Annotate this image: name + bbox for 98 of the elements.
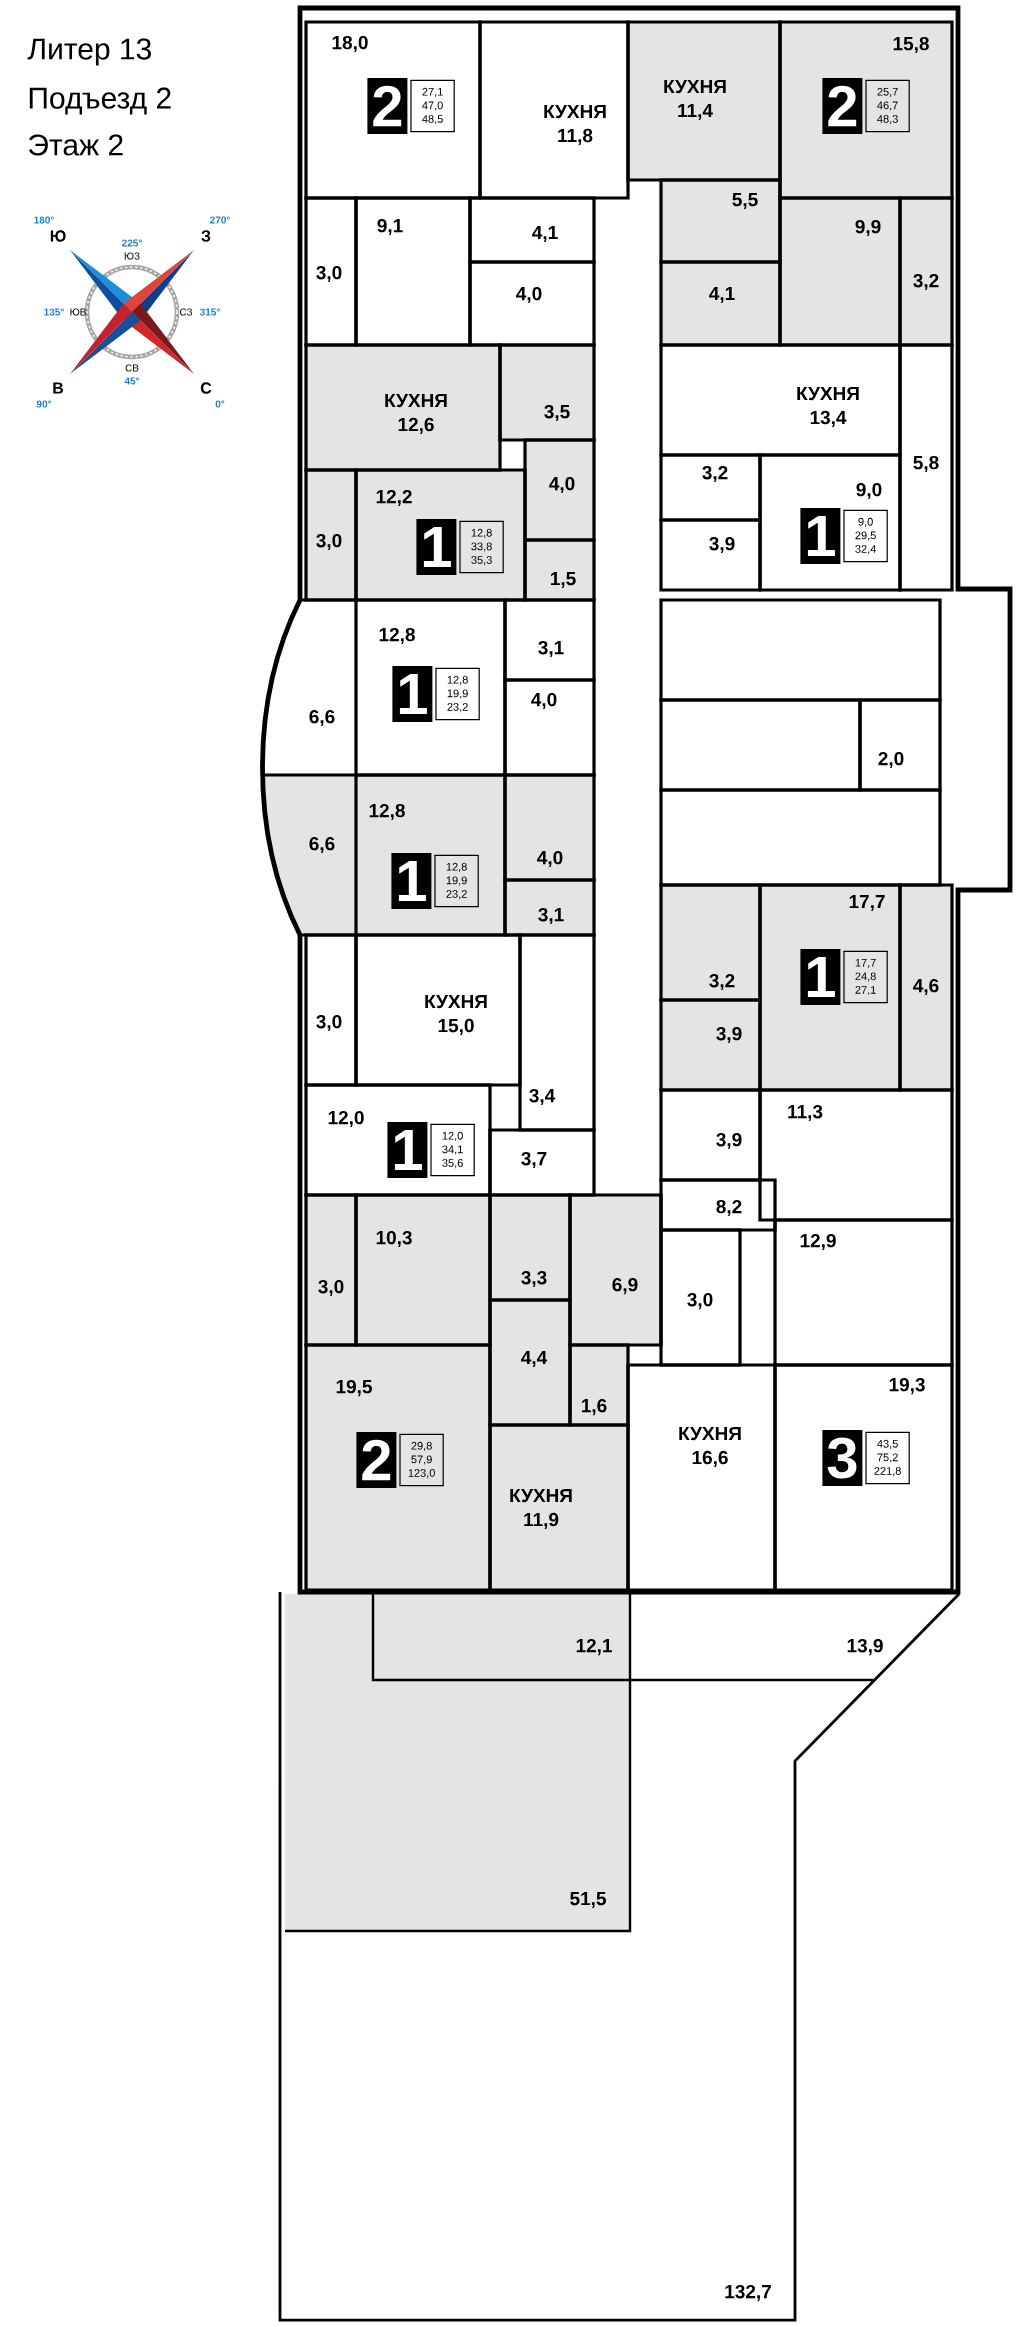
apartment-badge: 1 12,8 19,9 23,2 [391, 853, 480, 909]
room-label: КУХНЯ 11,9 [510, 1489, 572, 1530]
area-label: 3,0 [687, 1292, 713, 1310]
apartment-badge: 3 43,5 75,2 221,8 [822, 1430, 911, 1486]
area-label: 6,6 [309, 836, 335, 854]
area-label: 3,1 [538, 640, 564, 658]
area-label: 2,0 [878, 751, 904, 769]
area-label: 13,9 [847, 1638, 883, 1656]
area-label: 3,3 [521, 1270, 547, 1288]
apartment-badge: 1 12,8 19,9 23,2 [392, 666, 481, 722]
area-label: 17,7 [849, 895, 885, 911]
node-label: 12,0 34,1 35,6 [442, 1131, 463, 1169]
area-label: 3,9 [716, 1026, 742, 1044]
area-label: 4,1 [709, 287, 735, 303]
node-label: 29,8 57,9 123,0 [408, 1441, 435, 1479]
area-label: 3,2 [709, 973, 735, 991]
apartment-badge: 2 27,1 47,0 48,5 [367, 78, 456, 134]
compass-degree: 315° [199, 308, 220, 316]
area-label: 3,0 [316, 265, 342, 283]
area-label: 15,8 [893, 36, 929, 54]
area-label: 19,5 [336, 1379, 372, 1397]
apartment-badge: 1 17,7 24,8 27,1 [800, 949, 889, 1005]
area-label: 3,0 [316, 1014, 342, 1032]
room-label: КУХНЯ 11,4 [664, 80, 726, 120]
node-label: 25,7 46,7 48,3 [877, 87, 898, 125]
area-label: 12,2 [376, 489, 412, 507]
area-label: 3,2 [913, 273, 939, 291]
compass-degree: 0° [215, 400, 225, 408]
area-label: 10,3 [376, 1230, 412, 1248]
node-label: 9,0 29,5 32,4 [855, 517, 876, 555]
compass-letter: Ю [50, 230, 66, 242]
area-label: 18,0 [332, 35, 368, 53]
room-label: КУХНЯ 12,6 [385, 394, 447, 434]
area-label: 3,2 [702, 465, 728, 483]
node-label: 12,8 19,9 23,2 [446, 862, 467, 900]
node-label: 43,5 75,2 221,8 [874, 1439, 901, 1477]
node-label: 12,8 19,9 23,2 [447, 675, 468, 713]
area-label: 4,4 [521, 1351, 548, 1368]
area-label: 6,6 [309, 709, 335, 727]
node-label: 17,7 24,8 27,1 [855, 958, 876, 996]
area-label: 5,8 [913, 455, 939, 473]
area-label: 9,1 [377, 218, 403, 236]
area-label: 6,9 [612, 1277, 638, 1295]
area-label: 3,1 [538, 907, 564, 925]
compass-letter: ЮЗ [124, 252, 140, 260]
apartment-badge: 1 9,0 29,5 32,4 [800, 508, 889, 564]
area-label: 4,0 [516, 286, 542, 304]
compass-degree: 225° [122, 239, 142, 247]
area-label: 12,9 [800, 1233, 836, 1251]
compass-degree: 270° [210, 216, 230, 224]
apartment-badge: 1 12,8 33,8 35,3 [416, 519, 505, 575]
compass-degree: 90° [36, 400, 52, 408]
compass-letter: В [53, 382, 64, 394]
area-label: 4,0 [549, 476, 575, 494]
area-label: 12,8 [369, 803, 405, 821]
area-label: 9,9 [855, 219, 881, 237]
compass-letter: З [201, 230, 211, 242]
area-label: 3,7 [521, 1151, 547, 1169]
room-label: КУХНЯ 16,6 [679, 1427, 741, 1468]
area-label: 11,3 [788, 1104, 823, 1122]
area-label: 5,5 [732, 193, 758, 209]
room-label: КУХНЯ 11,8 [544, 105, 606, 145]
area-label: 4,6 [913, 978, 939, 996]
title-text: Литер 13 [27, 38, 151, 66]
area-label: 3,0 [318, 1279, 344, 1297]
compass-letter: С [200, 382, 212, 394]
area-label: 3,9 [709, 536, 735, 554]
compass-letter: СЗ [179, 308, 193, 316]
area-label: 19,3 [889, 1377, 925, 1395]
area-label: 1,5 [551, 572, 576, 588]
area-label: 3,4 [529, 1088, 556, 1106]
area-label: 132,7 [725, 2284, 771, 2302]
compass-letter: ЮВ [70, 308, 86, 316]
area-label: 12,0 [328, 1110, 364, 1128]
area-label: 51,5 [570, 1892, 606, 1909]
node-label: 12,8 33,8 35,3 [471, 528, 492, 566]
area-label: 4,0 [531, 692, 557, 710]
title-text: Этаж 2 [28, 134, 123, 156]
area-label: 4,1 [532, 226, 558, 242]
area-label: 4,0 [537, 850, 563, 868]
title-text: Подъезд 2 [29, 87, 171, 115]
apartment-badge: 2 29,8 57,9 123,0 [356, 1432, 445, 1488]
apartment-badge: 2 25,7 46,7 48,3 [822, 78, 911, 134]
area-label: 12,8 [379, 627, 415, 645]
area-label: 1,6 [582, 1398, 607, 1416]
node-label: 27,1 47,0 48,5 [422, 87, 443, 125]
room-label: КУХНЯ 13,4 [797, 387, 859, 427]
area-label: 12,1 [576, 1638, 612, 1656]
area-label: 3,9 [716, 1132, 742, 1150]
area-label: 3,0 [316, 533, 342, 551]
room-label: КУХНЯ 15,0 [425, 995, 487, 1035]
compass-degree: 135° [44, 308, 64, 316]
area-label: 3,5 [544, 404, 570, 422]
compass-letter: СВ [125, 364, 139, 372]
area-label: 8,2 [716, 1199, 742, 1217]
compass-degree: 180° [34, 216, 54, 224]
compass-degree: 45° [124, 377, 140, 385]
apartment-badge: 1 12,0 34,1 35,6 [387, 1122, 476, 1178]
